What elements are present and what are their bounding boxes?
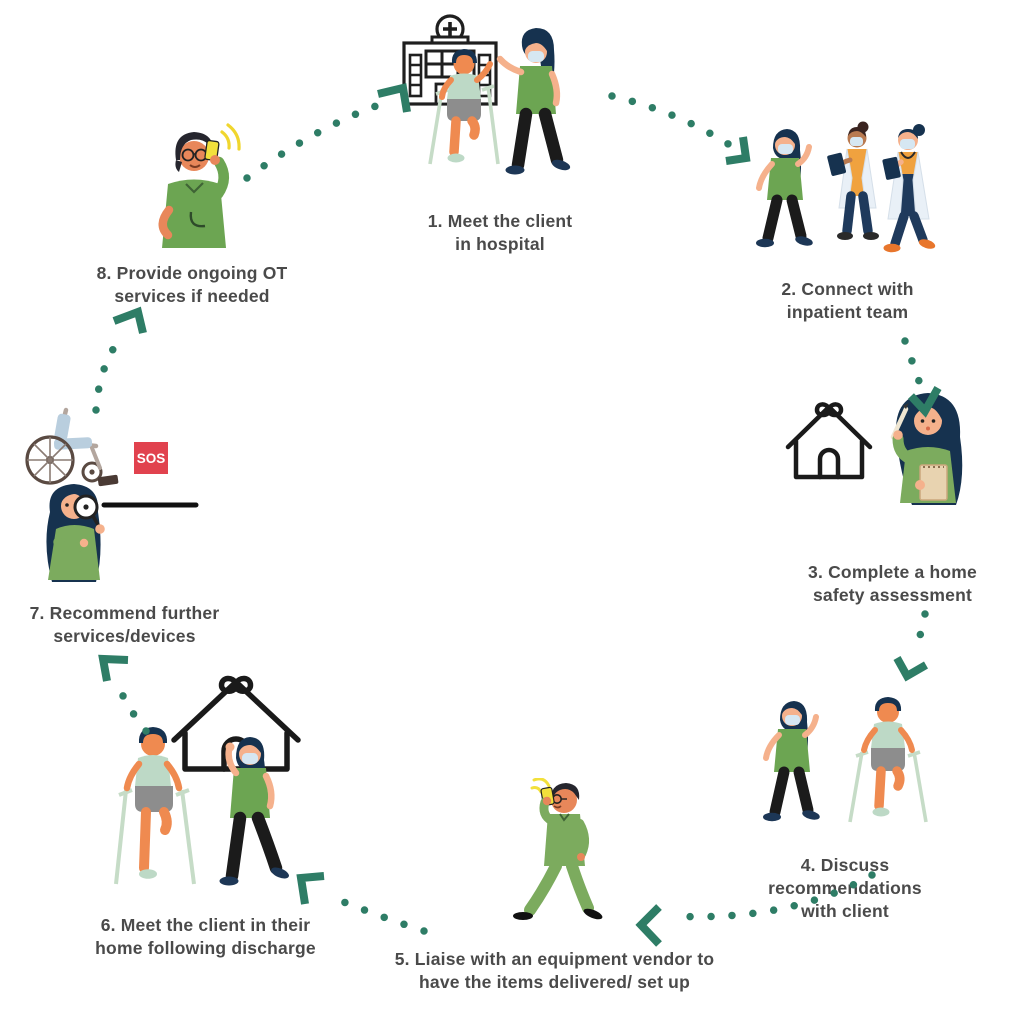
client-figure	[848, 697, 928, 823]
arrow-step3-to-step4	[893, 610, 929, 682]
ot-with-magnifier-figure	[46, 484, 105, 582]
signal-waves-icon	[220, 123, 241, 151]
crutch-icon	[486, 85, 500, 165]
face-mask-icon	[778, 144, 793, 154]
ot-figure	[890, 393, 963, 505]
step-6-label: 6. Meet the client in their home followi…	[95, 915, 316, 959]
step-3: 3. Complete a home safety assessment	[770, 383, 1015, 607]
crutch-icon	[848, 751, 864, 823]
face-mask-icon	[528, 51, 544, 62]
heart-house-icon	[171, 675, 301, 772]
step-6-illustration	[114, 675, 301, 886]
ot-figure	[219, 737, 289, 886]
step-7-illustration: SOS	[25, 407, 199, 582]
client-figure	[428, 49, 500, 165]
step-3-illustration	[785, 393, 963, 505]
step-4-illustration	[763, 697, 928, 823]
client-figure	[114, 727, 196, 885]
face-mask-icon	[900, 139, 915, 149]
step-4: 4. Discuss recommendations with client	[740, 688, 950, 923]
ot-figure	[756, 129, 813, 248]
step-6: 6. Meet the client in their home followi…	[78, 672, 333, 960]
sos-badge-label: SOS	[137, 451, 166, 466]
step-7: SOS 7. Recommend further services/device…	[12, 402, 237, 648]
step-8-illustration	[158, 123, 241, 248]
arrow-step7-to-step8	[92, 306, 147, 414]
clipboard-icon	[882, 156, 901, 180]
step-2-label: 2. Connect with inpatient team	[781, 279, 914, 323]
step-1-label: 1. Meet the client in hospital	[427, 211, 573, 255]
crutch-icon	[180, 789, 196, 885]
step-5: 5. Liaise with an equipment vendor to ha…	[382, 778, 727, 994]
shirt-pocket	[189, 211, 206, 228]
doctor-figure	[882, 124, 936, 253]
crutch-icon	[912, 751, 928, 823]
arrow-step1-to-step2	[608, 92, 751, 165]
step-2-illustration	[756, 121, 936, 253]
face-mask-icon	[850, 137, 863, 146]
clinician-figure	[827, 121, 879, 240]
step-4-label: 4. Discuss recommendations with client	[768, 855, 922, 922]
ot-figure	[763, 701, 820, 822]
ot-on-phone-figure	[158, 123, 241, 248]
sos-badge: SOS	[134, 442, 168, 474]
crutch-icon	[114, 789, 128, 885]
step-7-label: 7. Recommend further services/devices	[29, 603, 220, 647]
step-1-illustration	[402, 14, 571, 175]
stethoscope-icon	[900, 151, 916, 159]
heart-house-icon	[785, 402, 873, 480]
clipboard-icon	[827, 152, 846, 176]
medical-cross-icon	[443, 22, 457, 36]
face-mask-icon	[242, 753, 258, 764]
step-2: 2. Connect with inpatient team	[745, 116, 950, 324]
glasses-icon	[181, 148, 195, 162]
step-8: 8. Provide ongoing OT services if needed	[72, 118, 312, 308]
step-5-label: 5. Liaise with an equipment vendor to ha…	[394, 949, 715, 993]
wheelchair-icon	[25, 407, 119, 487]
face-mask-icon	[785, 715, 800, 725]
step-8-label: 8. Provide ongoing OT services if needed	[96, 263, 288, 307]
step-1: 1. Meet the client in hospital	[380, 6, 620, 256]
ot-on-phone-figure	[513, 778, 603, 920]
ot-figure	[496, 28, 571, 175]
step-3-label: 3. Complete a home safety assessment	[808, 562, 977, 606]
step-5-illustration	[513, 778, 603, 920]
